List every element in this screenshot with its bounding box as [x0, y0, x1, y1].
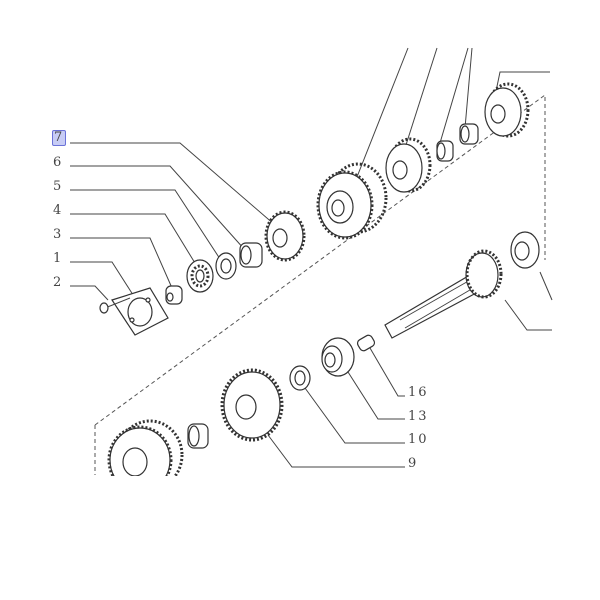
- needle-bearing-1: [436, 140, 454, 162]
- leader-top-1: [354, 47, 409, 183]
- callout-label-9: 9: [408, 456, 419, 471]
- leader-top-3: [439, 47, 473, 144]
- leader-shaft: [504, 299, 552, 331]
- pin-part-16: [356, 334, 376, 352]
- leader-13: [347, 371, 405, 420]
- ring-part-10: [289, 365, 311, 391]
- leader-6: [70, 165, 246, 251]
- callout-label-7[interactable]: 7: [52, 130, 67, 146]
- bolt-part: [99, 297, 131, 314]
- leader-top-2: [404, 47, 438, 149]
- gear-part-upper: [385, 137, 432, 193]
- leader-bearing-right: [539, 271, 553, 301]
- bearing-part: [186, 259, 214, 293]
- cover-part: [111, 287, 169, 336]
- bearing-part-right: [510, 231, 540, 269]
- callout-label-6: 6: [53, 155, 64, 170]
- bushing-part: [165, 285, 183, 305]
- callout-label-2: 2: [53, 275, 64, 290]
- callout-label-5: 5: [53, 179, 64, 194]
- leader-3: [70, 237, 173, 289]
- leader-9: [267, 434, 405, 468]
- needle-bearing-lower: [187, 423, 209, 449]
- callout-label-10: 10: [408, 432, 429, 447]
- gear-part-9: [220, 368, 284, 442]
- ring-part-5: [215, 252, 237, 280]
- leader-top-4: [494, 71, 550, 97]
- leader-2: [70, 285, 109, 301]
- bearing-part-13: [321, 337, 355, 377]
- leader-7: [70, 142, 276, 226]
- callout-label-13: 13: [408, 409, 429, 424]
- shaft-part: [384, 249, 503, 339]
- leader-16: [369, 347, 405, 397]
- leader-5: [70, 189, 223, 263]
- leader-10: [304, 387, 405, 444]
- gear-part-top-right: [484, 82, 530, 138]
- leader-1: [70, 261, 136, 299]
- double-gear-part: [316, 162, 388, 240]
- leader-4: [70, 213, 199, 269]
- gear-part-lower-left: [107, 419, 184, 476]
- callout-label-1: 1: [53, 251, 64, 266]
- dashed-boundary-upper: [94, 94, 546, 426]
- callout-label-4: 4: [53, 203, 64, 218]
- needle-bearing-2: [459, 123, 479, 145]
- callout-label-16: 16: [408, 385, 429, 400]
- gear-part-7: [264, 210, 306, 262]
- sleeve-part-6: [239, 242, 263, 268]
- callout-label-3: 3: [53, 227, 64, 242]
